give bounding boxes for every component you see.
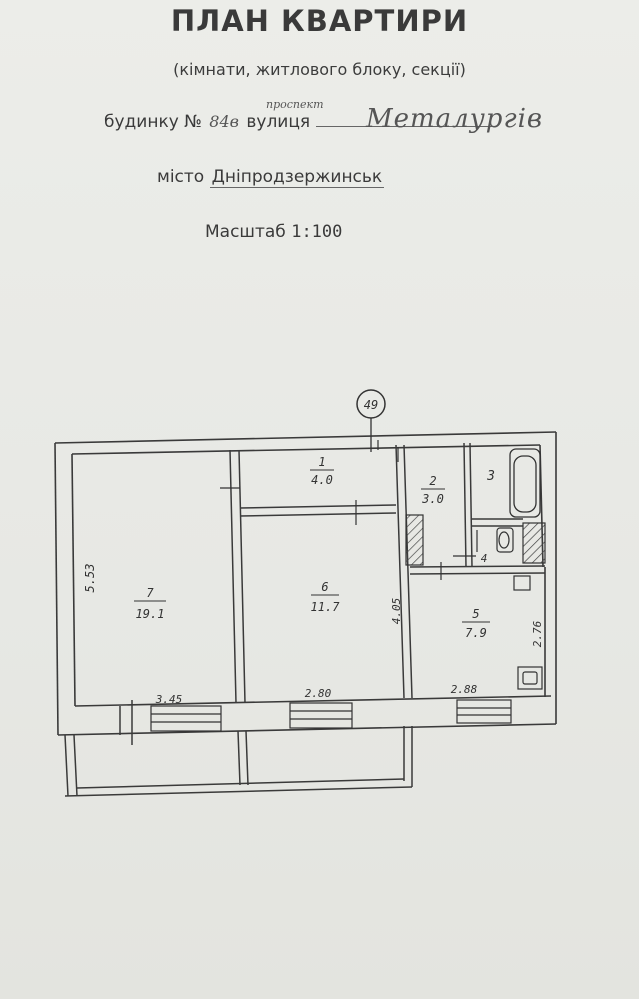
street-type: проспект [266, 98, 324, 111]
room-3-number: 3 [486, 469, 495, 484]
dim-room6-height: 4.05 [390, 598, 403, 625]
city-line: місто Дніпродзержинськ [157, 167, 385, 188]
street-word: вулиця [246, 112, 311, 132]
room-6-area: 11.7 [311, 600, 341, 614]
room-2-number: 2 [429, 474, 436, 488]
room-5-number: 5 [472, 607, 479, 621]
vent-shaft-right [522, 522, 546, 564]
axis-marker: 49 [356, 389, 386, 452]
room-1-number: 1 [318, 455, 325, 469]
windows [150, 699, 512, 732]
outer-walls [54, 431, 557, 736]
vent-shaft-left [405, 514, 424, 566]
dim-room5-height: 2.76 [531, 620, 544, 647]
scale-line: Масштаб 1:100 [205, 222, 342, 242]
room-7-number: 7 [146, 586, 154, 600]
scale-value: 1:100 [291, 222, 343, 242]
room-1-area: 4.0 [311, 473, 333, 487]
city-name: Дніпродзержинськ [209, 167, 385, 188]
page-subtitle: (кімнати, житлового блоку, секції) [173, 60, 466, 79]
street-underline [315, 112, 494, 127]
page-title: ПЛАН КВАРТИРИ [170, 4, 469, 38]
room-5-area: 7.9 [465, 626, 487, 640]
room-4-number: 4 [481, 552, 488, 565]
bathtub [509, 448, 541, 518]
room-labels: 1 4.0 2 3.0 3 4 5 7.9 6 11.7 7 19.1 [134, 455, 495, 640]
dim-room7-width: 3.45 [155, 693, 183, 706]
door-marks [220, 440, 478, 580]
address-line: будинку № 84в вулиця проспект Металургів [104, 98, 542, 134]
dim-room6-width: 2.80 [305, 687, 332, 700]
toilet [496, 527, 514, 553]
dim-room5-width: 2.88 [451, 683, 478, 696]
scale-label: Масштаб [205, 222, 286, 242]
house-prefix: будинку № [104, 112, 202, 132]
balcony [64, 700, 413, 797]
room-2-area: 3.0 [421, 492, 444, 506]
room-7-area: 19.1 [136, 607, 165, 621]
dimension-labels: 5.53 3.45 2.80 4.05 2.88 2.76 [83, 564, 544, 706]
street-name: Металургів [366, 104, 544, 134]
house-number: 84в [209, 112, 239, 131]
interior-walls [229, 442, 546, 704]
dim-room7-height: 5.53 [83, 564, 97, 593]
city-prefix: місто [157, 167, 205, 187]
room-6-number: 6 [321, 580, 328, 594]
axis-marker-label: 49 [364, 398, 378, 412]
kitchen-fixtures [513, 575, 543, 690]
